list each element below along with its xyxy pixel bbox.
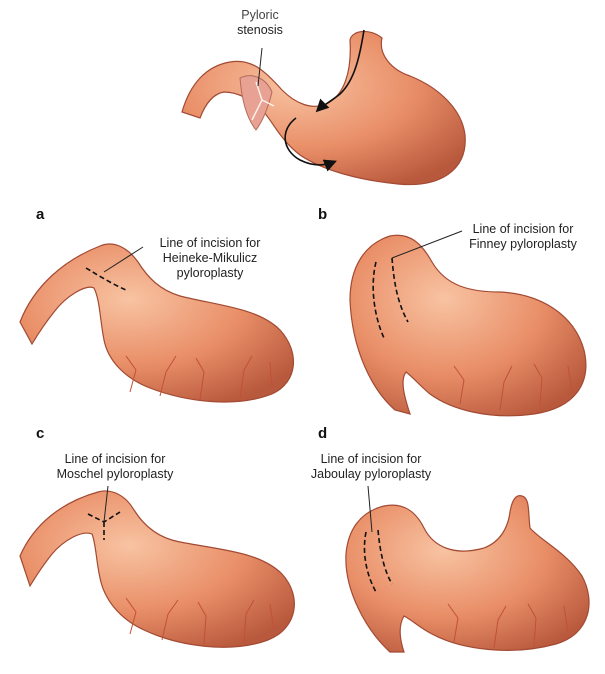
panel-b-illustration <box>350 231 586 416</box>
top-stomach-body <box>182 31 465 184</box>
panel-b-label: Line of incision for Finney pyloroplasty <box>458 222 588 252</box>
panel-d-label-line1: Line of incision for <box>306 452 436 467</box>
panel-letter-d: d <box>318 425 327 442</box>
panel-c-label-line1: Line of incision for <box>50 452 180 467</box>
panel-a-label: Line of incision for Heineke-Mikulicz py… <box>140 236 280 281</box>
panel-b-stomach <box>350 235 586 416</box>
panel-letter-c: c <box>36 425 44 442</box>
panel-b-label-line1: Line of incision for <box>458 222 588 237</box>
panel-c-illustration <box>20 486 294 647</box>
panel-d-label-line2: Jaboulay pyloroplasty <box>306 467 436 482</box>
panel-d-illustration <box>346 486 589 652</box>
panel-d-label: Line of incision for Jaboulay pyloroplas… <box>306 452 436 482</box>
panel-a-label-line1: Line of incision for <box>140 236 280 251</box>
panel-c-label: Line of incision for Moschel pyloroplast… <box>50 452 180 482</box>
top-stomach-illustration <box>182 30 465 185</box>
panel-c-label-line2: Moschel pyloroplasty <box>50 467 180 482</box>
panel-c-stomach <box>20 491 294 647</box>
pyloric-stenosis-label-line1: Pyloric <box>228 8 292 23</box>
pyloric-stenosis-label-line2: stenosis <box>228 23 292 38</box>
panel-b-label-line2: Finney pyloroplasty <box>458 237 588 252</box>
panel-letter-b: b <box>318 206 327 223</box>
panel-letter-a: a <box>36 206 44 223</box>
pyloric-stenosis-label: Pyloric stenosis <box>228 8 292 38</box>
panel-a-label-line3: pyloroplasty <box>140 266 280 281</box>
panel-a-label-line2: Heineke-Mikulicz <box>140 251 280 266</box>
panel-d-stomach <box>346 496 589 652</box>
